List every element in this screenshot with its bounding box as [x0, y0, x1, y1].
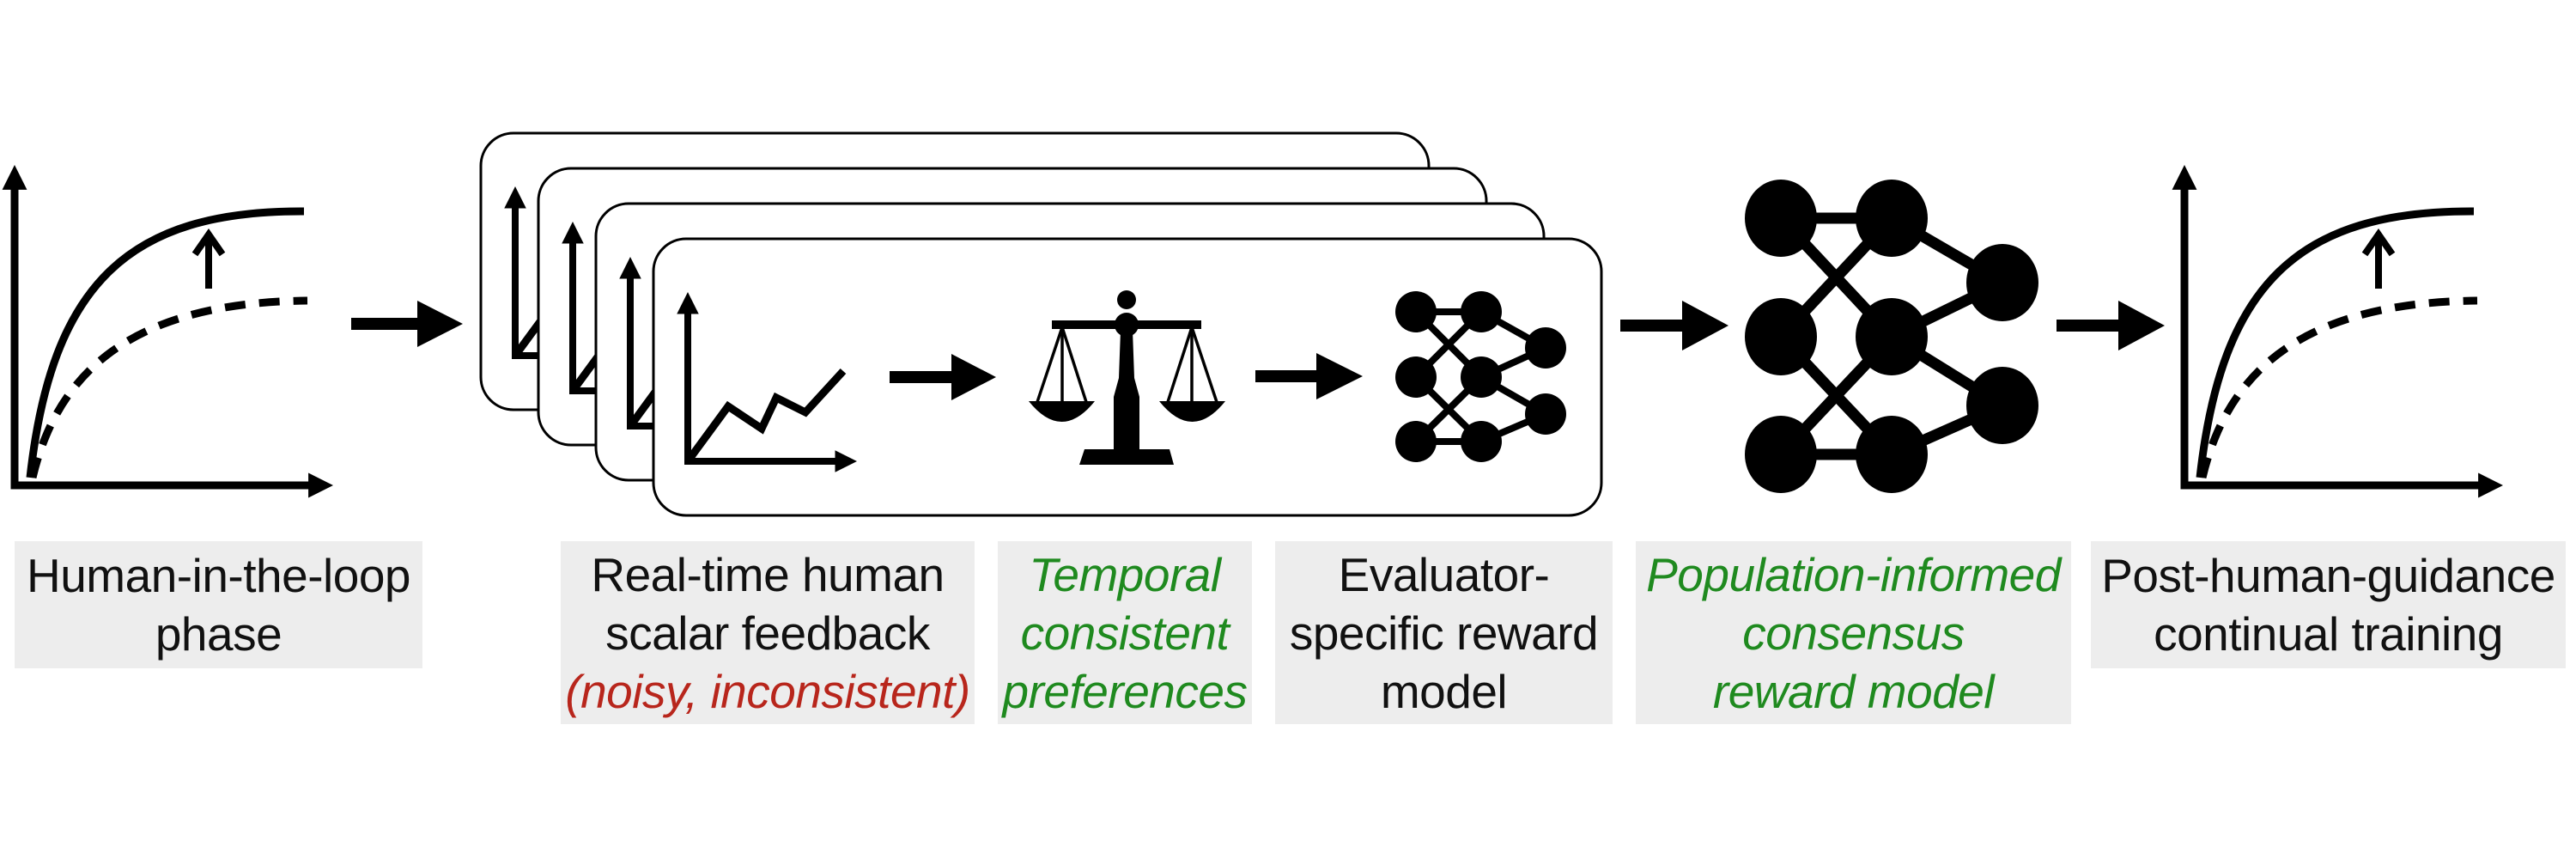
card-content: [677, 290, 1566, 472]
network-node: [1461, 291, 1502, 332]
label-real-time-human-feedback: Real-time human scalar feedback (noisy, …: [561, 541, 975, 724]
network-node: [1745, 416, 1817, 493]
network-node: [1461, 421, 1502, 462]
label-line: specific reward: [1289, 606, 1599, 660]
x-axis-arrowhead: [2478, 472, 2503, 498]
improvement-arrow-icon: [191, 228, 226, 257]
label-note-noisy: (noisy, inconsistent): [565, 664, 970, 718]
label-line: consensus: [1742, 606, 1965, 660]
label-population-informed-reward-model: Population-informed consensus reward mod…: [1636, 541, 2071, 724]
baseline-curve-dashed: [28, 296, 308, 479]
evaluator-card-stack: [479, 131, 1603, 517]
label-line: Temporal: [1029, 547, 1221, 601]
scale-pan: [1159, 401, 1225, 422]
evaluator-card: [652, 237, 1603, 517]
network-node: [1745, 298, 1817, 375]
label-line: reward model: [1712, 664, 1995, 718]
flow-arrow-icon: [351, 301, 463, 347]
post-guidance-chart-icon: [2172, 165, 2503, 498]
improved-curve: [2196, 207, 2475, 478]
y-axis-arrowhead: [677, 292, 699, 314]
network-node: [1745, 180, 1817, 257]
scale-post: [1114, 331, 1139, 449]
improvement-arrow-icon: [2361, 228, 2396, 257]
label-line: Human-in-the-loop: [27, 549, 411, 602]
x-axis-arrowhead: [835, 450, 857, 472]
y-axis-arrowhead: [504, 186, 526, 209]
arrow-to-cards: [351, 301, 463, 347]
scale-string: [1036, 326, 1064, 403]
label-line: model: [1380, 664, 1508, 718]
network-node: [1395, 356, 1437, 398]
scale-knob: [1117, 290, 1136, 309]
y-axis-arrowhead: [562, 222, 584, 244]
label-human-in-the-loop-phase: Human-in-the-loop phase: [15, 541, 422, 668]
improved-curve: [26, 207, 305, 478]
label-line: phase: [155, 607, 283, 661]
flow-arrow-icon: [1620, 301, 1728, 350]
flow-arrow-icon: [890, 354, 996, 400]
human-in-the-loop-chart-icon: [2, 165, 333, 498]
y-axis-arrowhead: [2, 165, 27, 190]
arrow-to-consensus: [1620, 301, 1728, 350]
network-node: [1395, 291, 1437, 332]
flow-arrow-icon: [2057, 301, 2165, 350]
arrow-to-training: [2057, 301, 2165, 350]
label-post-human-guidance-training: Post-human-guidance continual training: [2091, 541, 2566, 668]
label-line: Real-time human: [591, 547, 945, 601]
label-evaluator-specific-reward-model: Evaluator- specific reward model: [1275, 541, 1613, 724]
y-axis-arrowhead: [619, 257, 641, 279]
evaluator-reward-network-icon: [1395, 291, 1566, 462]
baseline-curve-dashed: [2198, 296, 2478, 479]
network-node: [1461, 356, 1502, 398]
label-line: Population-informed: [1646, 547, 2061, 601]
label-temporal-consistent-preferences: Temporal consistent preferences: [998, 541, 1252, 724]
network-node: [1856, 416, 1928, 493]
label-line: continual training: [2154, 607, 2503, 661]
label-line: consistent: [1020, 606, 1230, 660]
flow-arrow-icon: [1255, 353, 1363, 399]
x-axis-arrowhead: [308, 472, 333, 498]
network-node: [1525, 327, 1566, 369]
consensus-reward-network-icon: [1745, 180, 2038, 493]
scale-string: [1190, 326, 1218, 403]
label-line: scalar feedback: [605, 606, 930, 660]
scale-pan: [1029, 401, 1095, 422]
label-line: preferences: [1002, 664, 1248, 718]
network-node: [1395, 421, 1437, 462]
label-line: Evaluator-: [1338, 547, 1550, 601]
network-node: [1966, 244, 2038, 321]
y-axis-arrowhead: [2172, 165, 2197, 190]
network-node: [1856, 180, 1928, 257]
balance-scale-icon: [1029, 290, 1225, 465]
network-node: [1966, 367, 2038, 444]
label-line: Post-human-guidance: [2101, 549, 2555, 602]
network-node: [1856, 298, 1928, 375]
scale-string: [1060, 326, 1088, 403]
network-node: [1525, 393, 1566, 435]
noisy-feedback-line: [684, 368, 847, 464]
scale-base: [1079, 449, 1174, 465]
scale-string: [1166, 326, 1194, 403]
